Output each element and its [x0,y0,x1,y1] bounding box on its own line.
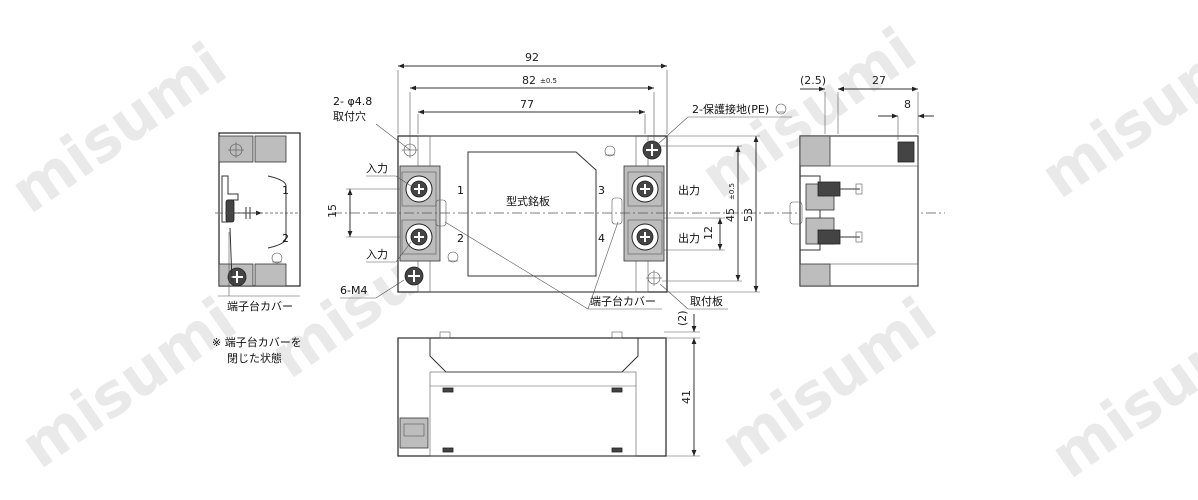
input-label-1: 入力 [366,162,388,175]
dim-45-tol: ±0.5 [728,183,736,200]
input-label-2: 入力 [366,248,388,261]
left-terminal-1: 1 [282,184,289,197]
dim-82: 82 [522,74,536,87]
watermark-text: misumi [708,285,949,483]
dim-41: 41 [680,390,693,404]
watermark-text: misumi [0,30,239,228]
dim-2-5: (2.5) [800,74,826,87]
watermark-text: misumi [1028,15,1198,213]
plate-label: 取付板 [690,294,723,308]
left-cover-label: 端子台カバー [227,299,293,313]
right-side-view: (2.5) 27 8 [789,74,934,287]
terminal-4: 4 [598,232,605,245]
terminal-3: 3 [598,184,605,197]
output-label-1: 出力 [678,183,700,197]
left-end-view: 1 2 端子台カバー ※ 端子台カバーを 閉じた状態 [212,132,302,365]
watermark-text: misumi [8,285,249,483]
m4-label: 6-M4 [340,284,367,297]
dim-12: 12 [702,226,715,240]
left-terminal-2: 2 [282,232,289,245]
pe-label: 2-保護接地(PE) [692,102,769,116]
output-label-2: 出力 [678,231,700,245]
dim-2: (2) [676,310,689,326]
dim-27: 27 [872,74,886,87]
nameplate-label: 型式銘板 [506,194,550,208]
dim-45: 45 [724,208,737,222]
dim-77: 77 [520,98,534,111]
bottom-view: (2) 41 [397,310,700,457]
dim-8: 8 [904,98,911,111]
watermark-text: misumi [1038,295,1198,493]
dim-92: 92 [525,51,539,64]
terminal-2: 2 [457,232,464,245]
terminal-1: 1 [457,184,464,197]
front-view: 型式銘板 [326,51,945,310]
center-cover-label: 端子台カバー [590,294,656,308]
note-line-1: ※ 端子台カバーを [212,335,302,349]
note-line-2: 閉じた状態 [227,351,282,365]
dim-15: 15 [326,204,339,218]
dim-53: 53 [742,208,755,222]
hole-sub-label: 取付穴 [333,109,366,123]
hole-label: 2- φ4.8 [333,95,372,108]
dim-82-tol: ±0.5 [540,77,557,85]
